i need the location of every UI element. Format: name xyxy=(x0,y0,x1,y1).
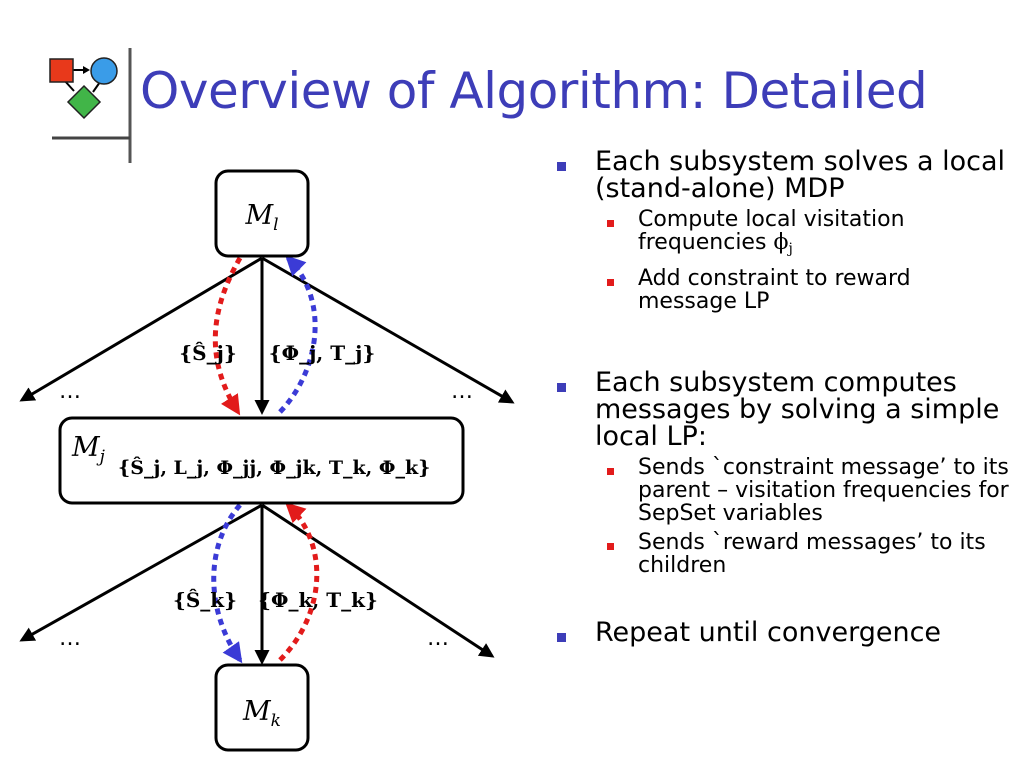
node-mj: Mj {Ŝ_j, L_j, Φ_jj, Φ_jk, T_k, Φ_k} xyxy=(58,416,465,505)
node-mk: Mk xyxy=(214,663,310,752)
logo-red-square-icon xyxy=(49,58,74,83)
bullet-2-1: Sends `constraint message’ to its parent… xyxy=(555,456,1015,525)
ellipsis-lower-right: … xyxy=(427,626,449,651)
ellipsis-upper-left: … xyxy=(59,379,81,404)
svg-text:Ml: Ml xyxy=(244,200,278,235)
message-label-lower-right: {Φ_k, T_k} xyxy=(258,588,378,612)
bullet-2-2: Sends `reward messages’ to its children xyxy=(555,531,1015,577)
node-mj-subscript: j xyxy=(96,447,106,467)
algorithm-diagram: Ml Mj {Ŝ_j, L_j, Φ_jj, Φ_jk, T_k, Φ_k} M… xyxy=(19,169,515,752)
bullet-1-1: Compute local visitation frequencies ϕj xyxy=(555,208,1015,261)
node-ml: Ml xyxy=(214,169,310,258)
reward-message-arrow-lower xyxy=(211,503,243,664)
node-ml-label: M xyxy=(244,200,274,231)
message-label-upper-right: {Φ_j, T_j} xyxy=(269,341,375,365)
edge-ml-to-left xyxy=(19,256,263,402)
edge-mj-to-left xyxy=(19,503,263,642)
ellipsis-upper-right: … xyxy=(451,379,473,404)
message-label-upper-left: {Ŝ_j} xyxy=(179,340,236,365)
bullet-list: Each subsystem solves a local (stand-alo… xyxy=(555,148,1015,646)
bullet-2: Each subsystem computes messages by solv… xyxy=(555,369,1015,450)
slide-logo xyxy=(49,48,132,163)
node-mj-label: M xyxy=(71,432,101,463)
phi-subscript: j xyxy=(788,241,793,257)
bullet-3: Repeat until convergence xyxy=(555,619,1015,646)
slide-title: Overview of Algorithm: Detailed xyxy=(140,62,928,120)
edge-ml-to-right xyxy=(261,256,515,404)
ellipsis-lower-left: … xyxy=(59,626,81,651)
logo-blue-circle-icon xyxy=(90,57,118,85)
upper-edges xyxy=(19,256,515,415)
svg-text:Mj: Mj xyxy=(71,432,106,467)
constraint-message-arrow-upper xyxy=(212,256,243,416)
phi-symbol: ϕ xyxy=(773,230,789,255)
message-label-lower-left: {Ŝ_k} xyxy=(173,587,237,612)
edge-mj-to-right xyxy=(261,503,495,658)
node-mk-label: M xyxy=(242,696,272,727)
node-mk-subscript: k xyxy=(271,711,281,731)
bullet-1: Each subsystem solves a local (stand-alo… xyxy=(555,148,1015,202)
lower-edges xyxy=(19,503,495,665)
logo-icon xyxy=(49,57,118,120)
node-ml-subscript: l xyxy=(273,215,278,235)
svg-text:Mk: Mk xyxy=(242,696,281,731)
constraint-message-arrow-lower xyxy=(278,502,320,662)
bullet-1-1-text: Compute local visitation frequencies xyxy=(638,207,905,255)
reward-message-arrow-upper xyxy=(278,255,318,414)
logo-green-diamond-icon xyxy=(66,84,102,120)
bullet-1-2: Add constraint to reward message LP xyxy=(555,267,1015,313)
node-mj-set: {Ŝ_j, L_j, Φ_jj, Φ_jk, T_k, Φ_k} xyxy=(118,456,430,479)
